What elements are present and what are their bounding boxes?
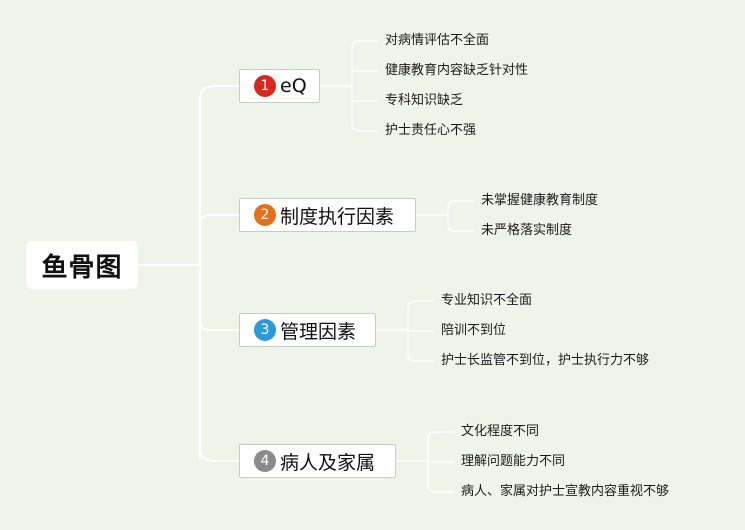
connector-branch-4: [199, 445, 239, 462]
branch-topic-4[interactable]: 4 病人及家属: [239, 444, 396, 478]
cause-item[interactable]: 病人、家属对护士宣教内容重视不够: [461, 484, 670, 499]
branch-label: 管理因素: [280, 320, 357, 343]
branch-topic-2[interactable]: 2 制度执行因素: [239, 198, 416, 232]
number-badge-icon: 4: [254, 450, 276, 472]
cause-item[interactable]: 专业知识不全面: [441, 293, 533, 308]
connector-leaf-4a: [427, 431, 454, 440]
cause-item[interactable]: 未掌握健康教育制度: [481, 193, 599, 208]
number-badge-icon: 1: [254, 75, 276, 97]
connector-leaf-2a: [447, 200, 474, 209]
cause-item[interactable]: 对病情评估不全面: [385, 33, 490, 48]
connector-leaf-4c: [427, 484, 454, 493]
branch-topic-1[interactable]: 1 eQ: [239, 69, 320, 103]
connector-leaf-3c: [407, 353, 434, 362]
connector-leaf-1d: [351, 123, 378, 132]
connector-branch-1: [199, 85, 239, 101]
connector-leaf-1a: [351, 40, 378, 49]
cause-item[interactable]: 未严格落实制度: [481, 223, 573, 238]
cause-item[interactable]: 健康教育内容缺乏针对性: [385, 63, 529, 78]
connector-leaf-3a: [407, 300, 434, 309]
branch-label: 制度执行因素: [280, 205, 395, 228]
number-badge-icon: 3: [254, 319, 276, 341]
connector-branch-2: [199, 214, 239, 226]
root-topic[interactable]: 鱼骨图: [26, 241, 138, 289]
connector-branch-3: [199, 319, 239, 331]
branch-label: 病人及家属: [280, 451, 376, 474]
cause-item[interactable]: 文化程度不同: [461, 424, 540, 439]
branch-topic-3[interactable]: 3 管理因素: [239, 313, 376, 347]
branch-label: eQ: [280, 75, 307, 97]
cause-item[interactable]: 护士责任心不强: [385, 123, 477, 138]
cause-item[interactable]: 陪训不到位: [441, 323, 507, 338]
connector-leaf-2b: [447, 223, 474, 232]
number-badge-icon: 2: [254, 204, 276, 226]
cause-item[interactable]: 专科知识缺乏: [385, 93, 464, 108]
cause-item[interactable]: 理解问题能力不同: [461, 454, 566, 469]
cause-item[interactable]: 护士长监管不到位，护士执行力不够: [441, 353, 650, 368]
